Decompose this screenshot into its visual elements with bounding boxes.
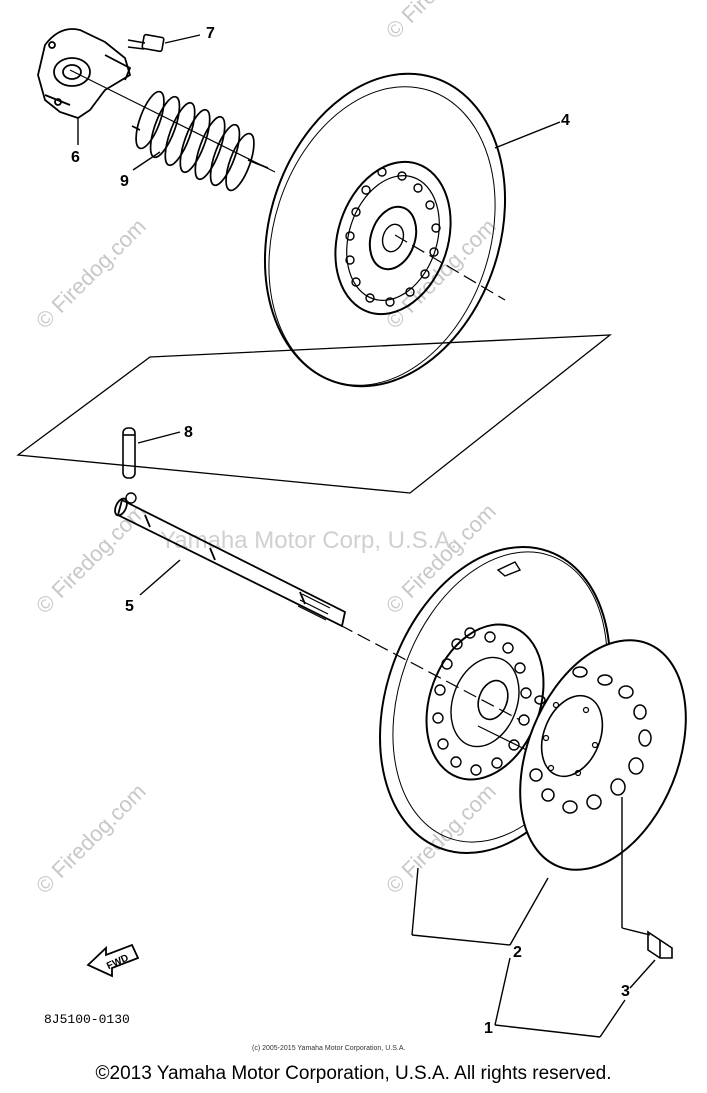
callout-6: 6 (71, 149, 80, 166)
alignment-guide (16, 334, 612, 494)
callout-7: 7 (206, 25, 215, 42)
callout-2: 2 (513, 944, 522, 961)
diagram-part-number: 8J5100-0130 (44, 1012, 130, 1027)
watermark-1: © Firedog.com (31, 214, 151, 334)
callout-4: 4 (561, 112, 570, 129)
callout-1: 1 (484, 1020, 493, 1037)
callout-3: 3 (621, 983, 630, 1000)
movable-sheave (263, 72, 507, 388)
watermark-layer: © Firedog.com © Firedog.com © Firedog.co… (31, 0, 501, 899)
callout-9: 9 (120, 173, 129, 190)
footer-copyright: ©2013 Yamaha Motor Corporation, U.S.A. A… (95, 1063, 612, 1084)
callout-8: 8 (184, 424, 193, 441)
watermark-3: © Firedog.com (381, 0, 501, 44)
shaft (114, 492, 347, 628)
small-copyright: (c) 2005-2015 Yamaha Motor Corporation, … (252, 1045, 406, 1052)
leader-lines (77, 34, 656, 1038)
callout-5: 5 (125, 598, 134, 615)
spring (131, 90, 269, 192)
pin-8 (122, 427, 136, 479)
axis-line-lower (339, 624, 521, 721)
watermark-7: © Firedog.com (381, 779, 501, 899)
cover-plate (519, 639, 687, 871)
center-watermark: Yamaha Motor Corp, U.S.A. (160, 527, 457, 554)
watermark-6: © Firedog.com (31, 779, 151, 899)
bolt-3 (647, 930, 673, 959)
forward-arrow: FWD (86, 943, 140, 978)
cam-bracket (37, 28, 132, 119)
bolt-7 (127, 33, 165, 53)
axis-line-spring (69, 69, 276, 173)
